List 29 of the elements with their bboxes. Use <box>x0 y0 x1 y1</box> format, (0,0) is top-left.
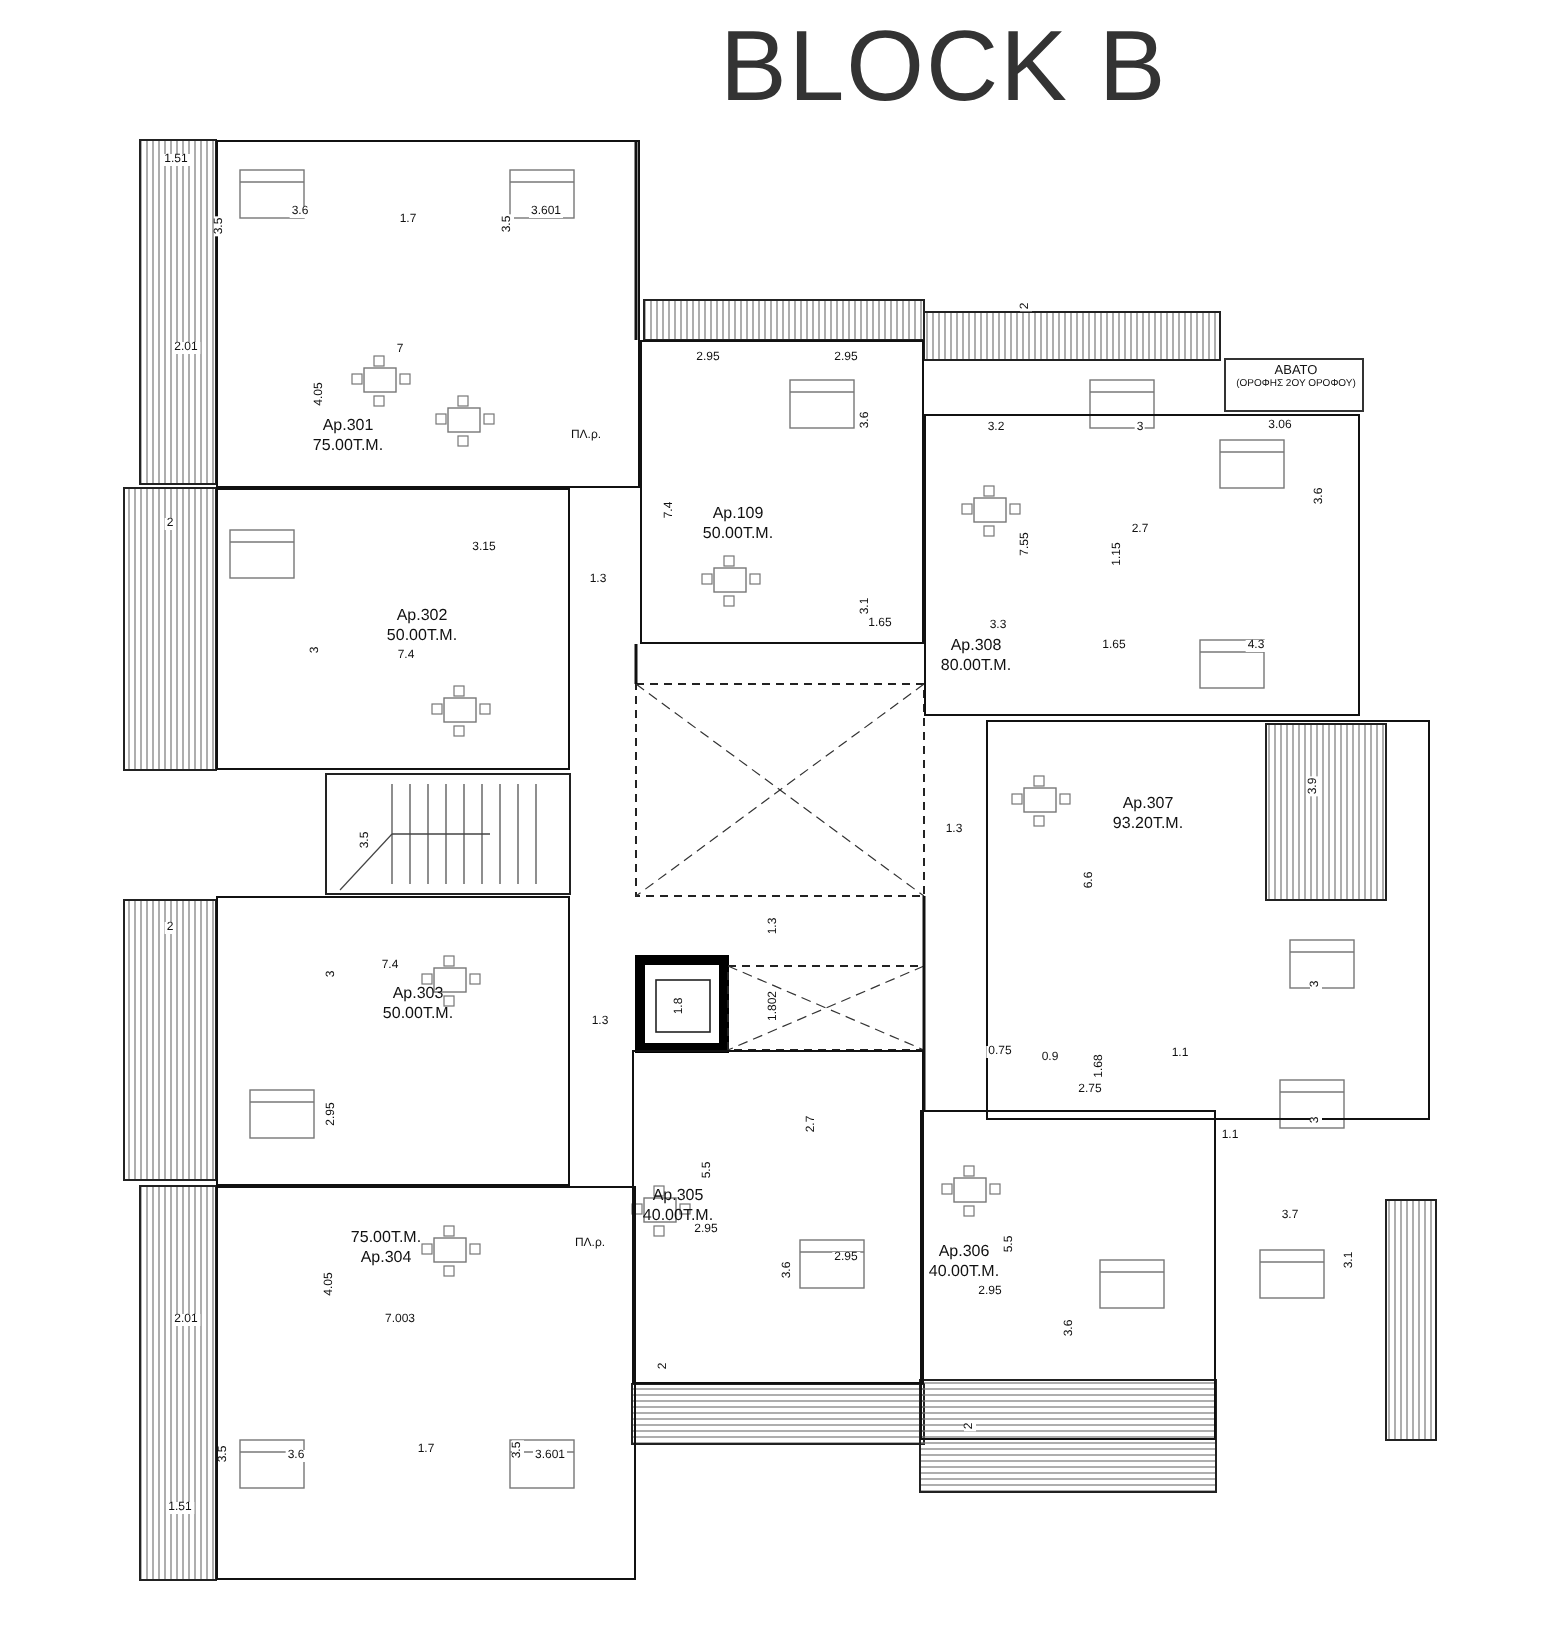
apartment-outline <box>632 1050 924 1384</box>
apartment-number: Ap.301 <box>322 418 374 434</box>
apartment-area: 50.00T.M. <box>386 628 458 644</box>
apartment-outline <box>216 140 640 488</box>
apartment-outline <box>924 414 1360 716</box>
apartment-number: Ap.305 <box>652 1188 704 1204</box>
apartment-number: Ap.302 <box>396 608 448 624</box>
title: BLOCK B <box>720 16 1168 116</box>
apartment-outline <box>216 1186 636 1580</box>
apartment-area: 50.00T.M. <box>382 1006 454 1022</box>
apartment-outline <box>216 896 570 1186</box>
apartment-area: 40.00T.M. <box>642 1208 714 1224</box>
apartment-number: Ap.306 <box>938 1244 990 1260</box>
apartment-area: 75.00T.M. <box>312 438 384 454</box>
apartment-outline <box>920 1110 1216 1440</box>
apartment-number: Ap.307 <box>1122 796 1174 812</box>
apartment-number: Ap.109 <box>712 506 764 522</box>
apartment-number: Ap.308 <box>950 638 1002 654</box>
apartment-area: 80.00T.M. <box>940 658 1012 674</box>
apartment-outline <box>640 340 924 644</box>
apartment-number: Ap.304 <box>360 1250 412 1266</box>
apartment-outline <box>986 720 1430 1120</box>
apartment-area: 40.00T.M. <box>928 1264 1000 1280</box>
apartment-area: 75.00T.M. <box>350 1230 422 1246</box>
apartment-area: 93.20T.M. <box>1112 816 1184 832</box>
apartment-outline <box>216 488 570 770</box>
restricted-area-box <box>1224 358 1364 412</box>
apartment-area: 50.00T.M. <box>702 526 774 542</box>
apartment-number: Ap.303 <box>392 986 444 1002</box>
